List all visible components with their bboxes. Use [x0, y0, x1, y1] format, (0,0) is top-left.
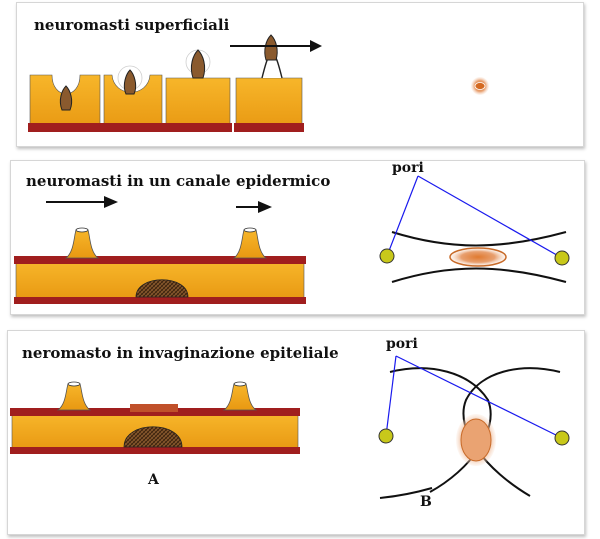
canal-cross-section — [14, 227, 306, 304]
stage-3-surface — [164, 49, 232, 132]
pores-label-invagination: pori — [386, 336, 418, 352]
panel-1-title: neuromasti superficiali — [34, 16, 230, 34]
stage-2-shallow-pit — [102, 65, 164, 132]
cupula-top-view — [471, 77, 489, 95]
pores-label-canal: pori — [392, 160, 424, 176]
figure-label-b: B — [420, 494, 432, 510]
canal-top-view — [379, 175, 570, 283]
panel-3-title: neromasto in invaginazione epiteliale — [22, 344, 339, 362]
flow-arrows — [46, 196, 272, 213]
stage-1-pit — [28, 74, 102, 132]
invagination-top-view — [378, 355, 570, 499]
water-flow-arrow — [230, 40, 322, 52]
invagination-neuromast-diagram — [10, 355, 570, 499]
figure-label-a: A — [148, 472, 159, 488]
superficial-neuromast-stages — [28, 34, 489, 132]
invagination-cross-section — [10, 381, 300, 454]
canal-neuromast-diagram — [14, 175, 570, 304]
stage-4-stalked — [234, 34, 304, 132]
panel-2-title: neuromasti in un canale epidermico — [26, 172, 331, 190]
